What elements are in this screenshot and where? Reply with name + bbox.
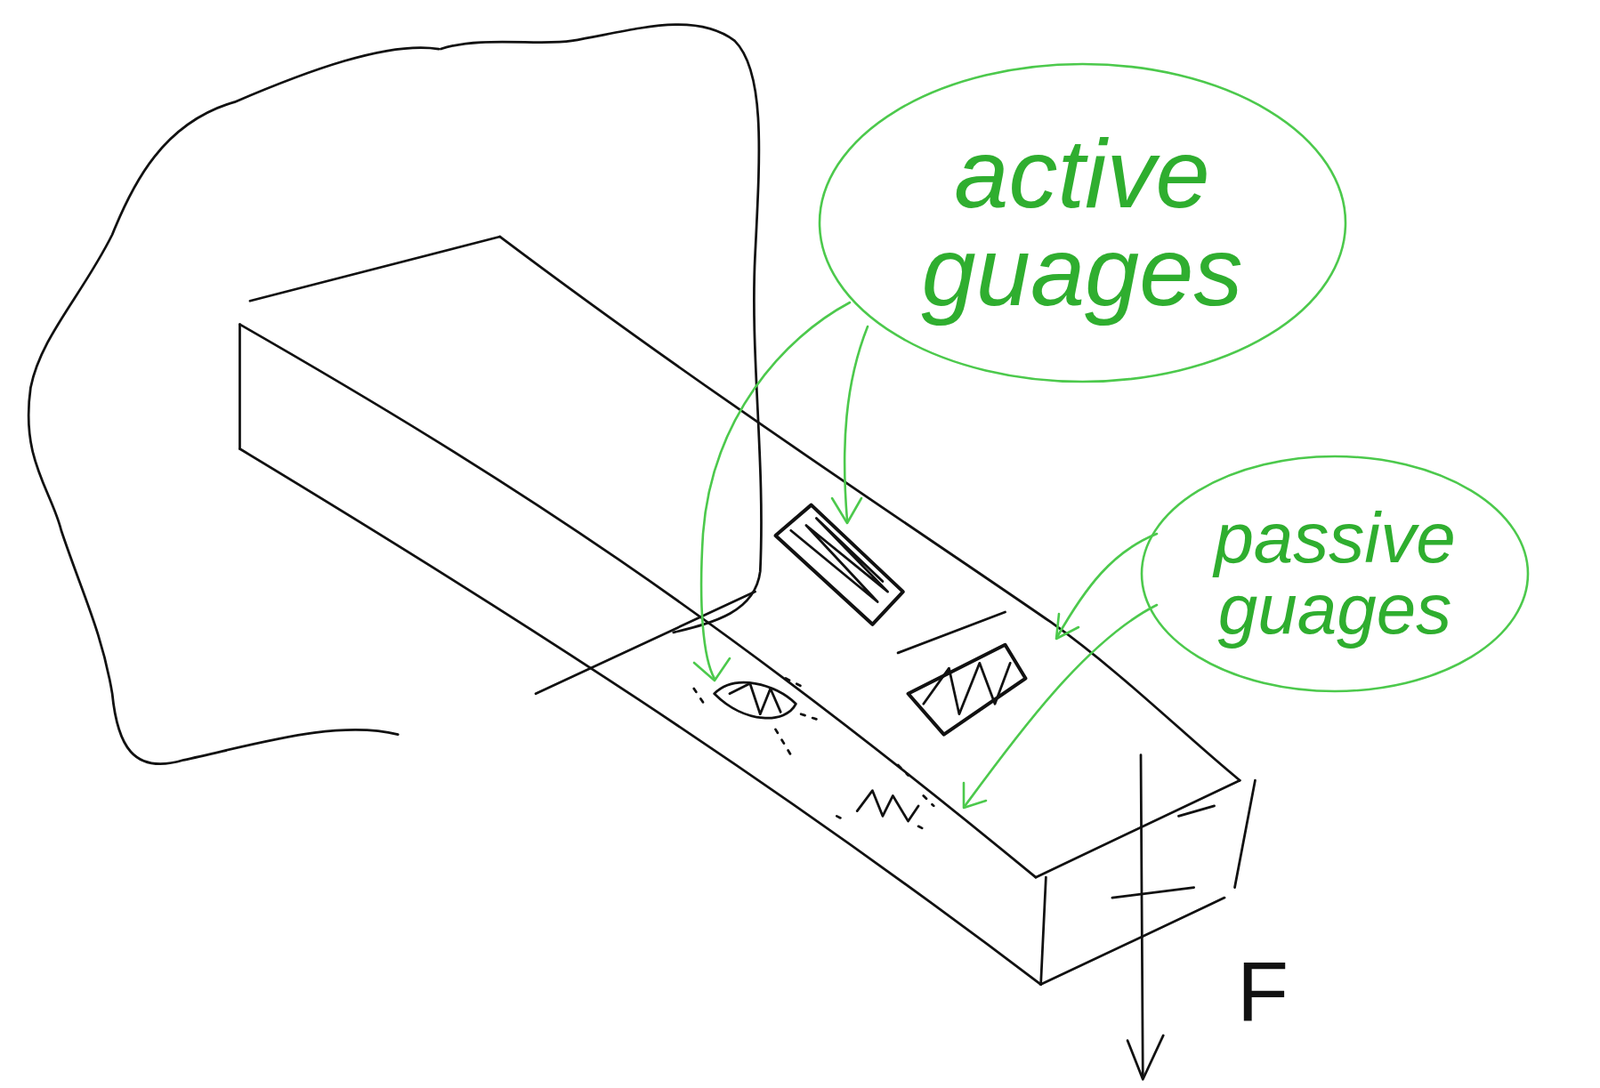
wall-outline [440,24,761,633]
beam-edge [1041,897,1225,985]
gauge-symbol [775,505,903,625]
force-arrow [1140,755,1143,1077]
force-label: F [1236,943,1289,1041]
beam-edge [238,324,242,450]
beam-edge [1235,780,1256,888]
gauge-symbol [729,683,781,714]
callout-ellipse: active guages [817,62,1348,384]
leader-arrowhead [694,658,730,681]
gauge-symbol [714,682,797,719]
beam-edge [239,324,1035,879]
gauge-symbol [897,612,1005,654]
leader-line [701,302,850,679]
beam-edge [1035,780,1240,878]
gauge-symbol [694,678,817,756]
gauge-symbol [791,518,889,603]
callout-text: passive guages [1139,502,1530,646]
gauge-symbol [836,765,934,833]
leader-arrowhead [1056,614,1079,639]
leader-line [844,326,868,521]
beam-edge [250,236,501,301]
callout-text: active guages [817,124,1348,321]
gauge-symbol [923,662,1011,714]
beam-edge [1178,806,1214,817]
force-arrow [1127,1035,1164,1080]
gauge-symbol [908,645,1027,736]
leader-line [965,605,1157,806]
gauge-symbol [856,791,919,822]
beam-edge [239,449,1041,986]
force-arrow [1112,888,1195,898]
leader-arrowhead [963,783,986,809]
callout-ellipse: passive guages [1139,454,1530,694]
beam-edge [1041,877,1047,985]
wall-edge [535,591,756,695]
leader-arrowhead [832,498,862,524]
